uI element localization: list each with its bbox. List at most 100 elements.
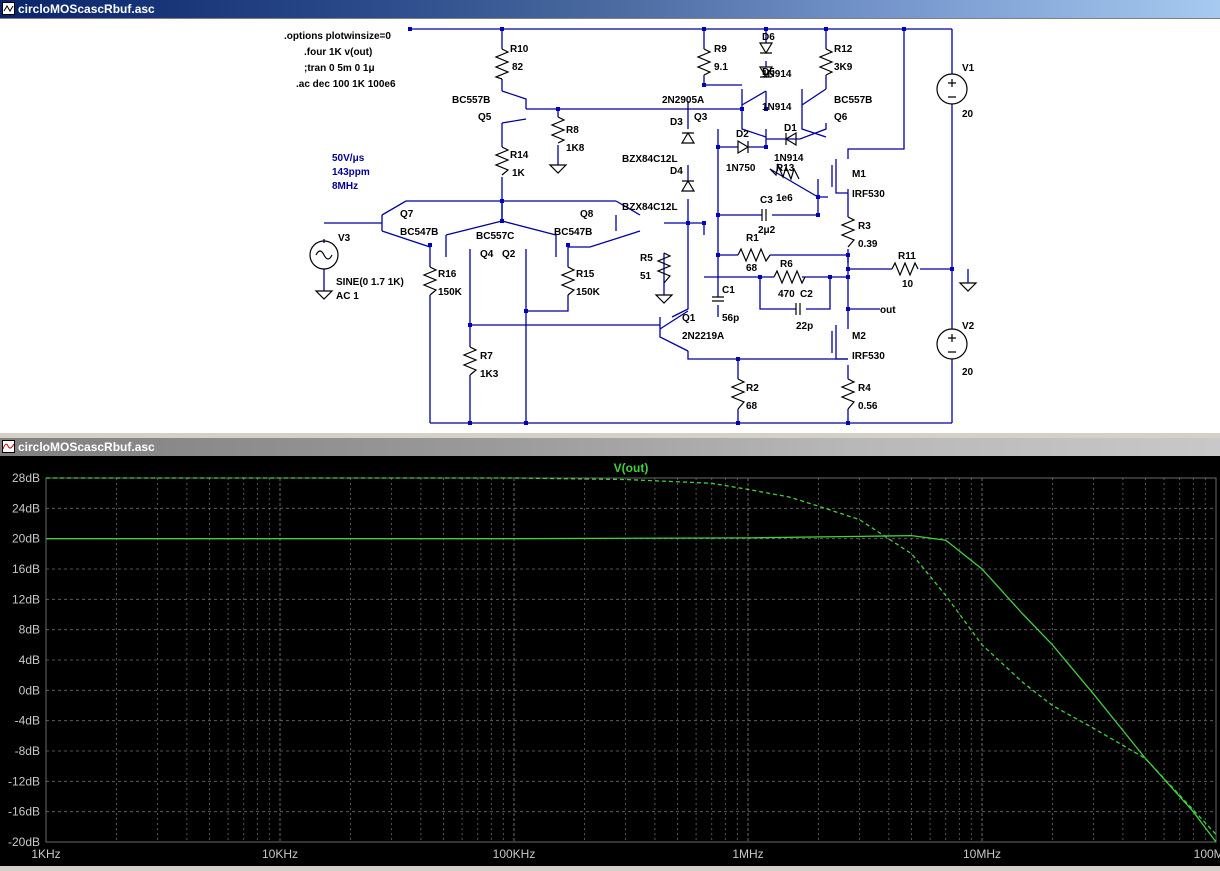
svg-text:Q2: Q2 [502, 249, 516, 260]
svg-text:R3: R3 [858, 221, 871, 232]
svg-text:2N2905A: 2N2905A [662, 95, 704, 106]
spec-distortion: 143ppm [332, 167, 370, 178]
svg-text:2μ2: 2μ2 [758, 225, 776, 236]
svg-text:150K: 150K [438, 287, 463, 298]
directive-four: .four 1K v(out) [304, 47, 372, 58]
schematic-titlebar[interactable]: circloMOScascRbuf.asc [0, 0, 1220, 18]
y-tick-label: -16dB [8, 805, 40, 819]
svg-text:10: 10 [902, 279, 914, 290]
svg-text:68: 68 [746, 263, 758, 274]
svg-text:56p: 56p [722, 313, 739, 324]
schematic-drawing[interactable]: .options plotwinsize=0 .four 1K v(out) ;… [0, 19, 1220, 433]
schematic-canvas[interactable]: .options plotwinsize=0 .four 1K v(out) ;… [0, 18, 1220, 433]
svg-text:IRF530: IRF530 [852, 351, 885, 362]
chart-grid [45, 477, 1217, 843]
svg-text:R7: R7 [480, 351, 493, 362]
y-tick-label: 4dB [19, 653, 40, 667]
svg-text:V3: V3 [338, 233, 351, 244]
svg-text:R11: R11 [898, 251, 916, 262]
svg-text:C1: C1 [722, 285, 735, 296]
series-line-dashed [46, 477, 1217, 835]
svg-text:Q8: Q8 [580, 209, 594, 220]
y-tick-label: 8dB [19, 623, 40, 637]
x-tick-label: 10KHz [262, 847, 298, 861]
spec-slew: 50V/μs [332, 153, 365, 164]
schematic-window-icon [2, 2, 15, 15]
svg-text:Q6: Q6 [834, 112, 848, 123]
svg-text:68: 68 [746, 401, 758, 412]
svg-text:R5: R5 [640, 253, 653, 264]
chart-series [46, 477, 1217, 843]
svg-text:1N914: 1N914 [774, 153, 804, 164]
schematic-labels: .options plotwinsize=0 .four 1K v(out) ;… [284, 31, 975, 412]
wires [323, 28, 969, 424]
svg-text:R13: R13 [776, 163, 795, 174]
svg-text:AC 1: AC 1 [336, 291, 359, 302]
y-tick-label: 12dB [12, 592, 40, 606]
svg-text:IRF530: IRF530 [852, 189, 885, 200]
x-tick-label: 10MHz [963, 847, 1001, 861]
y-axis-ticks: 28dB24dB20dB16dB12dB8dB4dB0dB-4dB-8dB-12… [8, 471, 40, 849]
schematic-window-title: circloMOScascRbuf.asc [18, 2, 155, 16]
svg-text:2N2219A: 2N2219A [682, 331, 724, 342]
svg-text:1e6: 1e6 [776, 193, 793, 204]
svg-text:R8: R8 [566, 125, 579, 136]
svg-text:M1: M1 [852, 169, 866, 180]
bode-chart[interactable]: 28dB24dB20dB16dB12dB8dB4dB0dB-4dB-8dB-12… [0, 456, 1220, 866]
y-tick-label: -20dB [8, 835, 40, 849]
svg-text:R9: R9 [714, 44, 727, 55]
svg-text:V2: V2 [962, 321, 975, 332]
svg-text:Q5: Q5 [478, 112, 492, 123]
svg-text:82: 82 [512, 62, 524, 73]
svg-text:1N750: 1N750 [726, 163, 756, 174]
waveform-titlebar[interactable]: circloMOScascRbuf.asc [0, 438, 1220, 456]
svg-text:0.56: 0.56 [858, 401, 878, 412]
svg-text:R16: R16 [438, 269, 457, 280]
svg-text:1K: 1K [512, 168, 526, 179]
svg-text:SINE(0 1.7 1K): SINE(0 1.7 1K) [336, 277, 404, 288]
y-tick-label: 24dB [12, 501, 40, 515]
svg-text:51: 51 [640, 271, 652, 282]
svg-text:22p: 22p [796, 321, 813, 332]
svg-text:D3: D3 [670, 117, 683, 128]
svg-text:R2: R2 [746, 383, 759, 394]
svg-text:D6: D6 [762, 32, 775, 43]
x-tick-label: 100MHz [1194, 847, 1220, 861]
svg-text:R1: R1 [746, 233, 759, 244]
svg-text:1K8: 1K8 [566, 143, 585, 154]
svg-text:D5: D5 [762, 67, 775, 78]
svg-text:R15: R15 [576, 269, 595, 280]
svg-text:R6: R6 [780, 259, 793, 270]
svg-text:150K: 150K [576, 287, 601, 298]
net-out: out [880, 305, 896, 316]
x-tick-label: 1MHz [732, 847, 763, 861]
y-tick-label: -8dB [15, 744, 40, 758]
waveform-window-title: circloMOScascRbuf.asc [18, 440, 155, 454]
x-tick-label: 100KHz [493, 847, 536, 861]
directive-ac: .ac dec 100 1K 100e6 [296, 79, 396, 90]
svg-text:D4: D4 [670, 166, 683, 177]
svg-text:470: 470 [778, 289, 795, 300]
x-tick-label: 1KHz [31, 847, 60, 861]
svg-text:3K9: 3K9 [834, 62, 853, 73]
svg-text:0.39: 0.39 [858, 239, 878, 250]
directive-options: .options plotwinsize=0 [284, 31, 391, 42]
svg-text:C3: C3 [760, 195, 773, 206]
svg-text:M2: M2 [852, 331, 866, 342]
svg-text:C2: C2 [800, 289, 813, 300]
svg-text:BC557B: BC557B [834, 95, 872, 106]
svg-text:R10: R10 [510, 44, 529, 55]
svg-text:Q1: Q1 [682, 313, 696, 324]
resistors [422, 48, 919, 410]
series-line-solid [46, 534, 1217, 843]
y-tick-label: 16dB [12, 562, 40, 576]
svg-text:1K3: 1K3 [480, 369, 499, 380]
svg-text:R12: R12 [834, 44, 853, 55]
svg-text:BC557C: BC557C [476, 231, 514, 242]
svg-text:R14: R14 [510, 150, 529, 161]
waveform-window-icon [2, 440, 15, 453]
svg-text:BZX84C12L: BZX84C12L [622, 154, 678, 165]
svg-text:V1: V1 [962, 63, 975, 74]
svg-text:1N914: 1N914 [762, 69, 792, 80]
